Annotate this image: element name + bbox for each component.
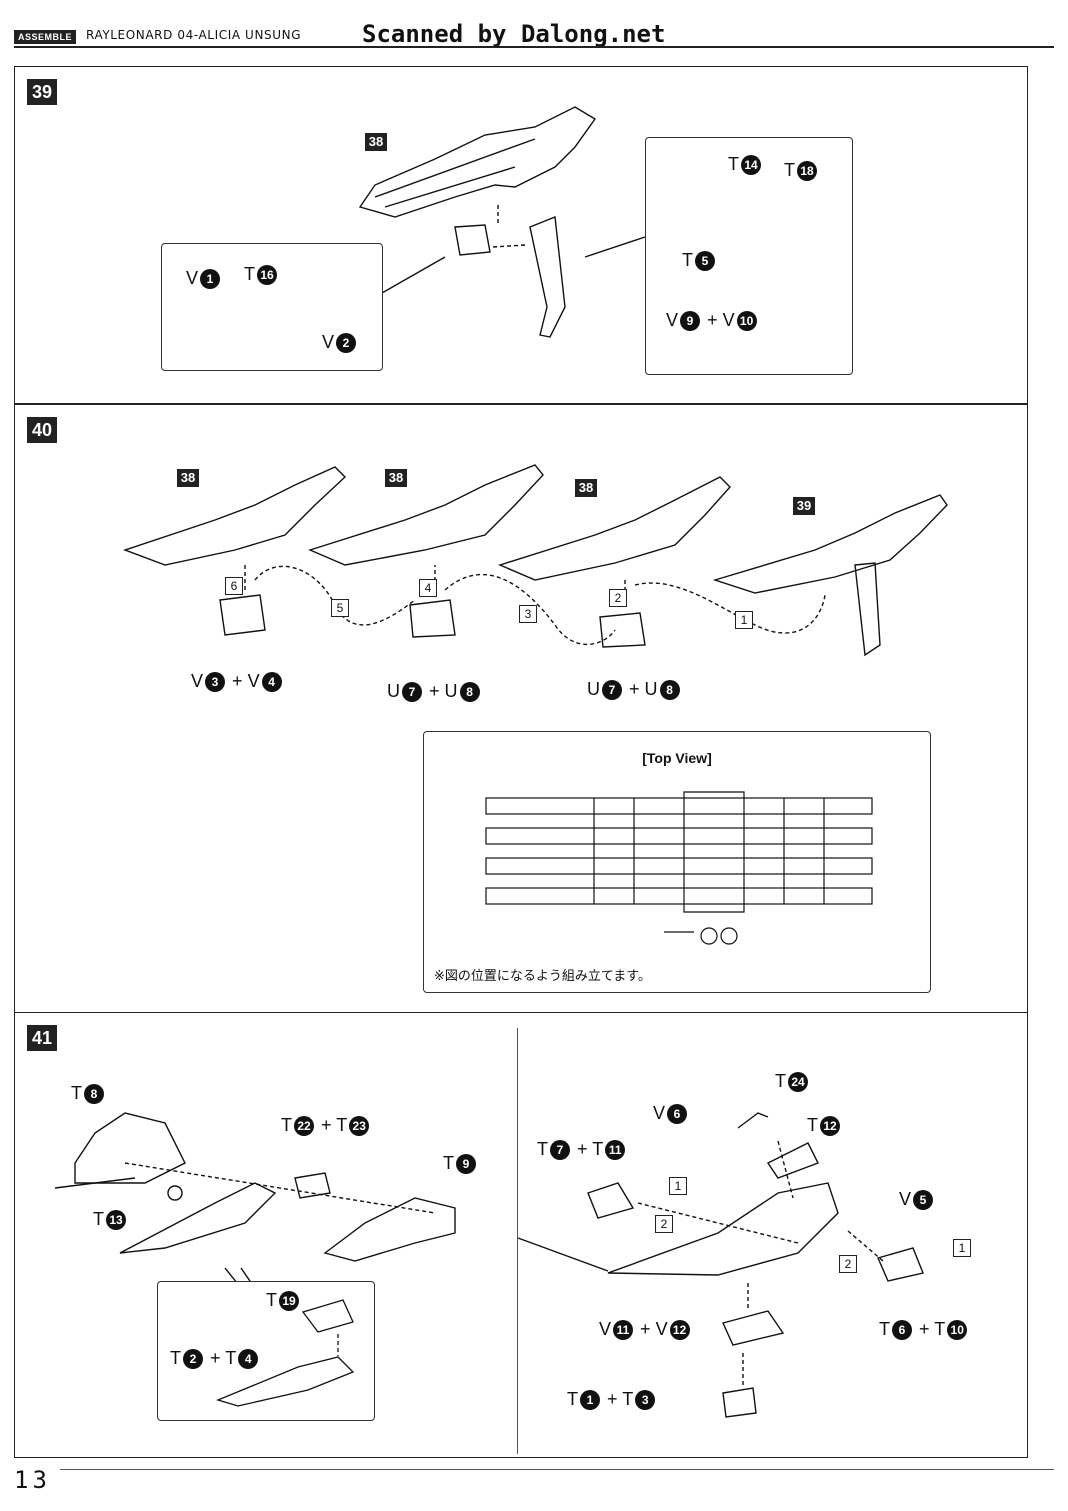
panel-divider — [517, 1028, 518, 1454]
order-box: 1 — [669, 1177, 687, 1195]
header-rule — [14, 46, 1054, 48]
ref-badge: 38 — [385, 469, 407, 487]
order-box: 3 — [519, 605, 537, 623]
footer-rule — [60, 1469, 1054, 1470]
ref-badge: 39 — [793, 497, 815, 515]
model-title: RAYLEONARD 04-ALICIA UNSUNG — [86, 28, 302, 42]
assembly-note: ※図の位置になるよう組み立てます。 — [434, 969, 651, 984]
top-view-drawing — [485, 791, 873, 945]
ref-badge: 38 — [177, 469, 199, 487]
page-number: 13 — [14, 1466, 51, 1494]
order-box: 2 — [839, 1255, 857, 1273]
inset-part-drawing — [216, 1299, 355, 1407]
step-number: 39 — [27, 79, 57, 105]
ref-badge: 38 — [365, 133, 387, 151]
order-box: 2 — [609, 589, 627, 607]
page-header: ASSEMBLE RAYLEONARD 04-ALICIA UNSUNG Sca… — [14, 20, 1054, 48]
right-assembly-drawing — [517, 1112, 924, 1418]
assemble-badge: ASSEMBLE — [14, 30, 77, 44]
ref-badge: 38 — [575, 479, 597, 497]
top-view-title: [Top View] — [642, 750, 712, 766]
left-assembly-drawing — [54, 1112, 456, 1304]
order-box: 6 — [225, 577, 243, 595]
top-view-inset: [Top View] ※図の位置になるよう組み立てます。 — [423, 731, 931, 993]
order-box: 5 — [331, 599, 349, 617]
step-number: 41 — [27, 1025, 57, 1051]
order-box: 2 — [655, 1215, 673, 1233]
order-box: 1 — [735, 611, 753, 629]
four-units-drawing — [122, 464, 948, 657]
step-number: 40 — [27, 417, 57, 443]
scanner-watermark: Scanned by Dalong.net — [362, 20, 666, 48]
order-box: 1 — [953, 1239, 971, 1257]
order-box: 4 — [419, 579, 437, 597]
